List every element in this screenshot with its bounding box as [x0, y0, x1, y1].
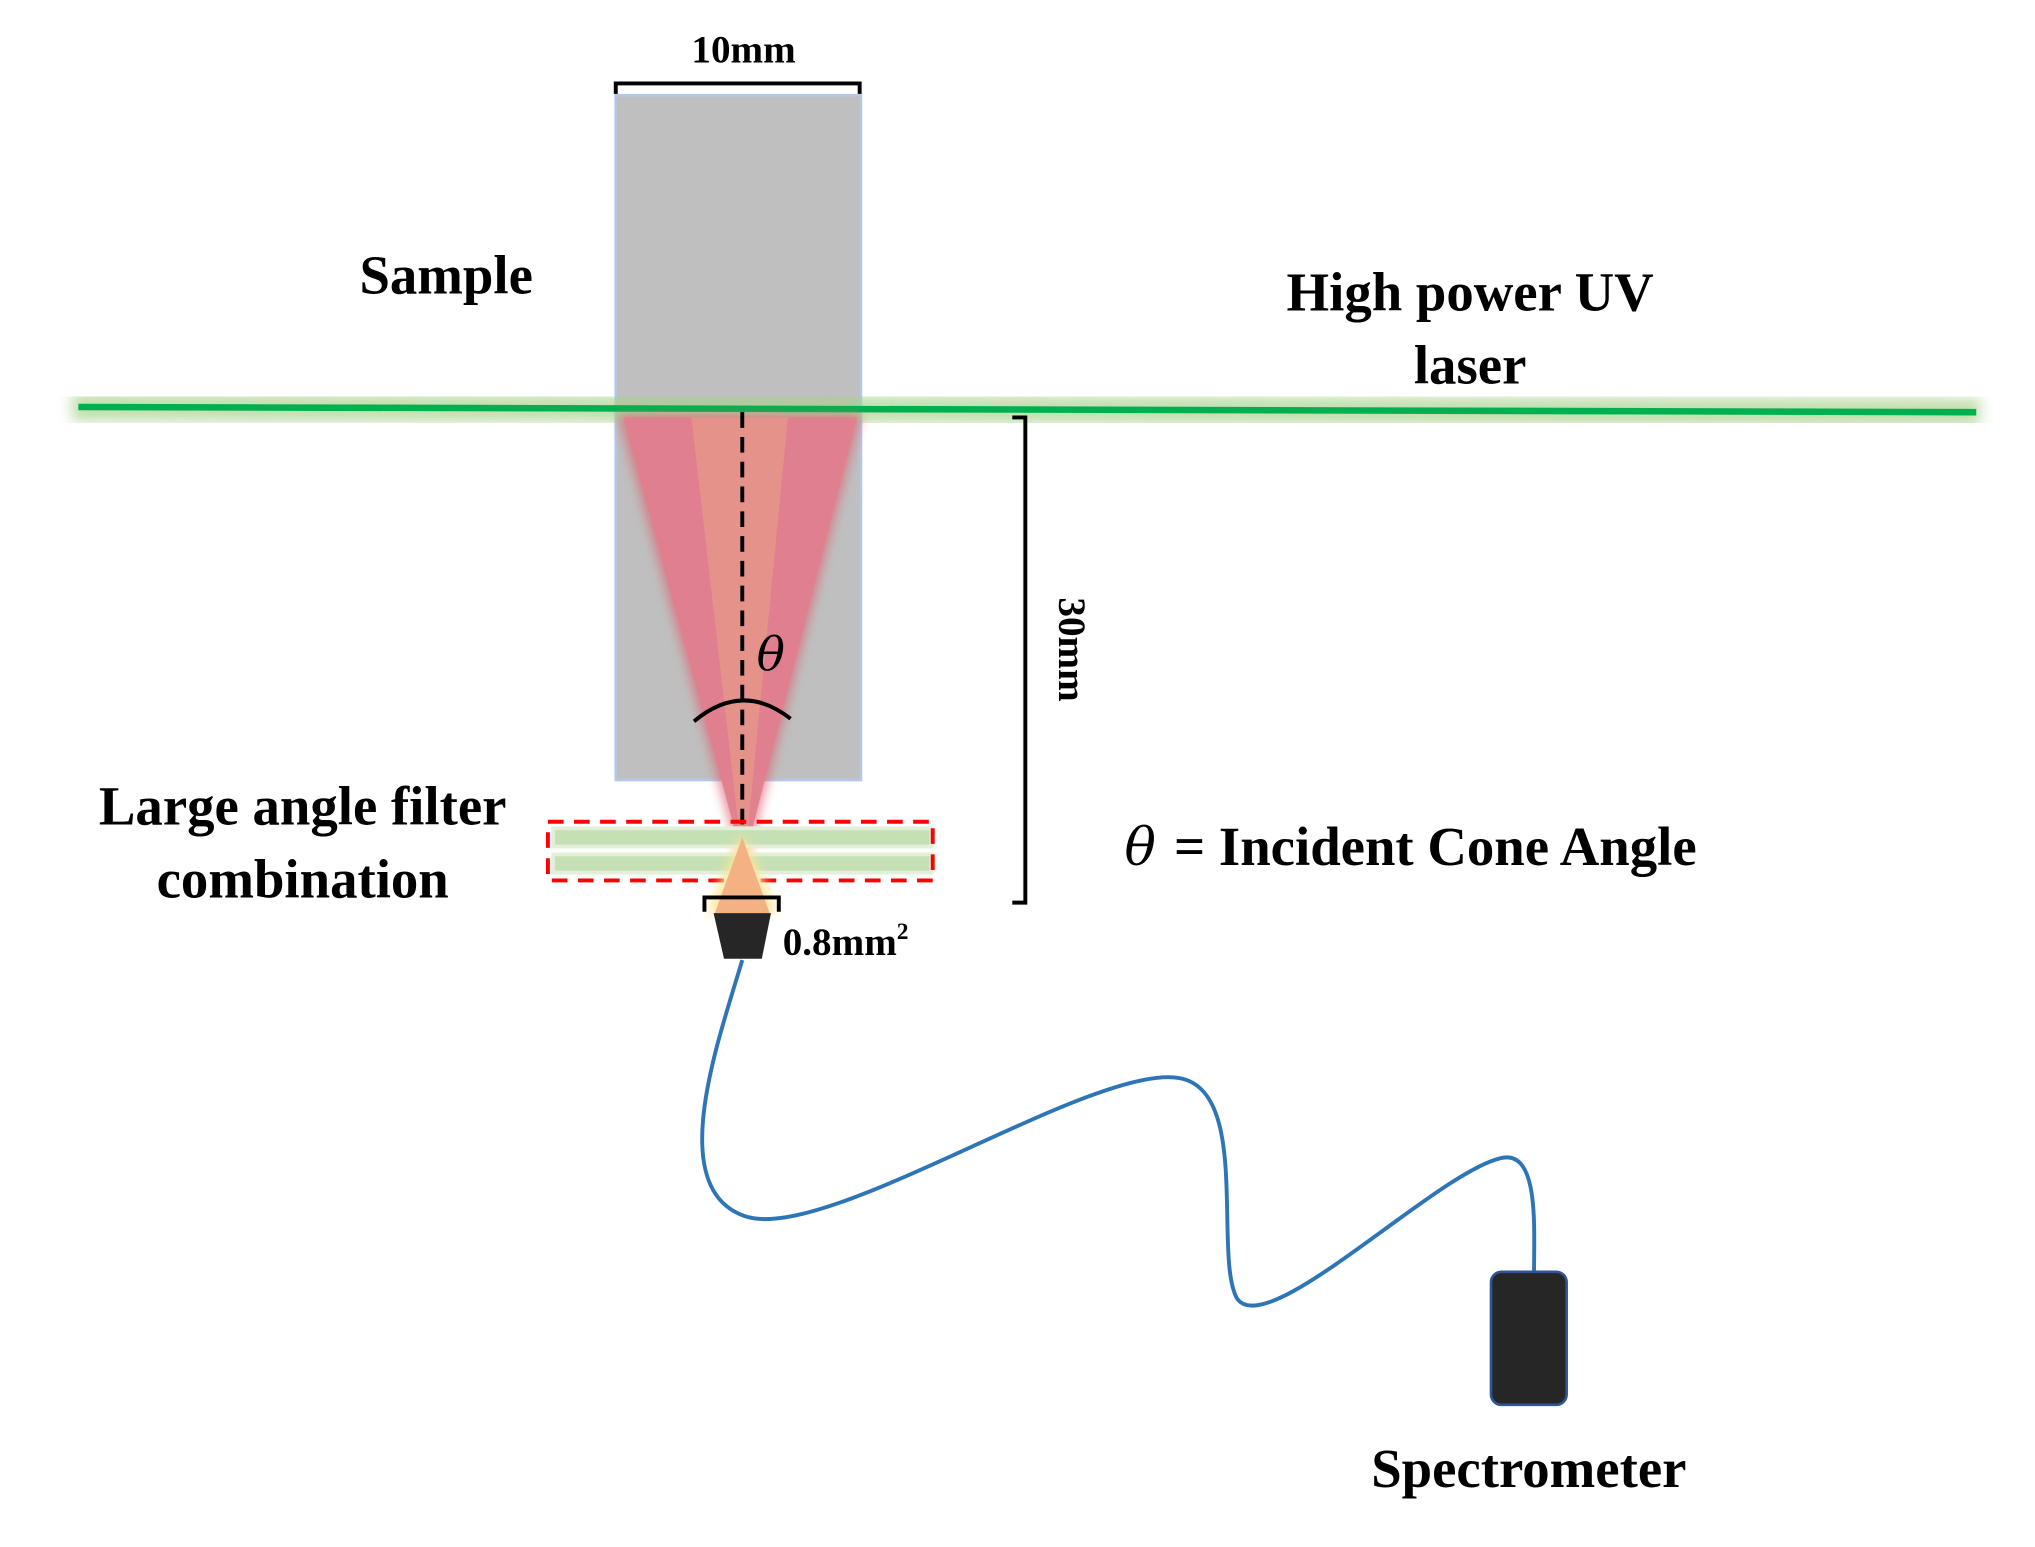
spectrometer-device — [1489, 1270, 1568, 1407]
detector-head — [713, 913, 771, 959]
angle-arc — [692, 698, 792, 723]
cone-inner — [691, 417, 788, 848]
width-dimension-label: 10mm — [691, 29, 795, 72]
detector-light — [714, 837, 770, 914]
height-dimension-label: 30mm — [1050, 597, 1093, 701]
filter-label-line1: Large angle filter — [99, 775, 507, 836]
optical-fiber — [700, 959, 1537, 1308]
laser-label-line2: laser — [1414, 334, 1527, 395]
detector-bracket — [702, 895, 781, 912]
theta-symbol: θ — [757, 627, 785, 682]
laser-beam — [78, 403, 1977, 416]
height-bracket — [1012, 415, 1028, 905]
sample-label: Sample — [359, 244, 532, 305]
legend-theta: θ — [1124, 818, 1155, 878]
legend-text: = Incident Cone Angle — [1174, 816, 1697, 877]
spectrometer-label: Spectrometer — [1371, 1438, 1686, 1499]
width-bracket — [613, 81, 862, 94]
filter-label-line2: combination — [157, 848, 449, 909]
laser-label-line1: High power UV — [1287, 261, 1654, 322]
detector-area-label: 0.8mm2 — [783, 919, 909, 964]
